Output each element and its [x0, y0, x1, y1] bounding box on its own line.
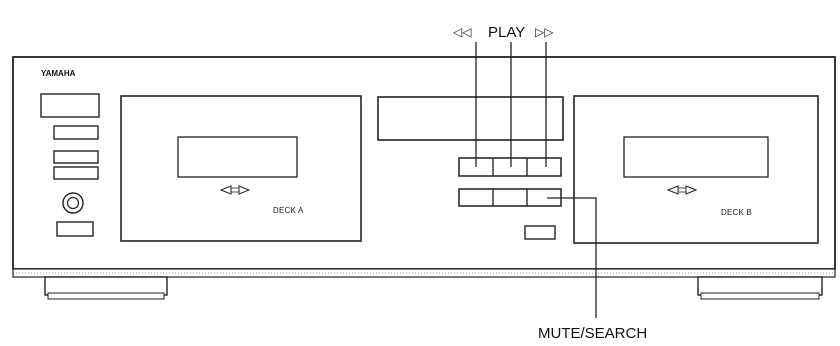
rewind-callout-symbol: ◁◁	[452, 25, 471, 39]
mute-search-callout-label: MUTE/SEARCH	[538, 325, 647, 342]
left-control-button-3[interactable]	[53, 166, 99, 180]
headphone-jack[interactable]	[62, 192, 84, 214]
deck-b-direction-icon	[666, 185, 698, 195]
forward-play-button[interactable]	[526, 157, 562, 177]
forward-callout-symbol: ▷▷	[535, 25, 554, 39]
search-buttons-row	[458, 188, 562, 207]
transport-buttons-row	[458, 157, 562, 177]
left-control-button-4[interactable]	[56, 221, 94, 237]
deck-b-window	[623, 136, 769, 178]
left-control-button-1[interactable]	[53, 125, 99, 140]
power-button[interactable]	[40, 93, 100, 118]
play-callout-label: PLAY	[488, 24, 525, 41]
brand-logo: YAMAHA	[41, 69, 76, 78]
deck-b-label: DECK B	[721, 208, 752, 217]
right-foot	[697, 276, 823, 300]
small-center-button[interactable]	[524, 225, 556, 240]
left-foot	[44, 276, 168, 300]
deck-a-direction-icon	[219, 185, 251, 195]
deck-a-label: DECK A	[273, 206, 304, 215]
left-control-button-2[interactable]	[53, 150, 99, 164]
deck-a-window	[177, 136, 298, 178]
mute-search-leader-line	[547, 197, 597, 318]
center-display	[377, 96, 564, 141]
